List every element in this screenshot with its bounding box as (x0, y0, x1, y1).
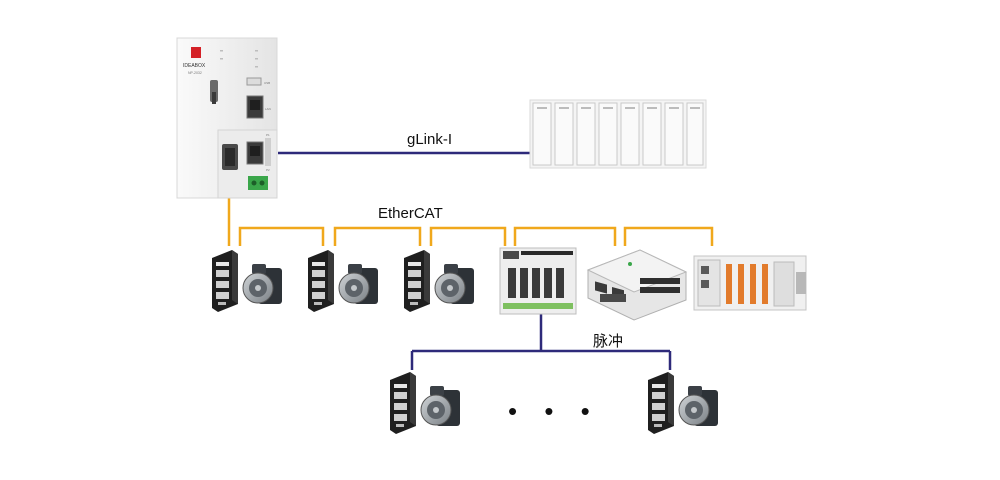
ethercat-connection-lines (227, 198, 714, 246)
ethercat-servo-2 (307, 249, 379, 313)
ethercat-io-coupler (586, 249, 688, 321)
ethercat-label: EtherCAT (378, 205, 443, 222)
port-label-p1: P1 (266, 133, 270, 137)
power-terminal-icon (248, 176, 268, 190)
usb-port-icon (246, 77, 262, 86)
ethercat-pulse-module (499, 247, 577, 315)
controller-device: IDEABOX NP-2032 USB LAN P1 P2 (176, 37, 278, 199)
ethercat-servo-3 (403, 249, 475, 313)
glink-io-module-rack (529, 99, 707, 169)
ellipsis-more-devices: • • • (508, 396, 600, 426)
port-label-lan: LAN (265, 107, 271, 111)
controller-logo-icon (191, 47, 201, 58)
remote-io-rack (693, 255, 807, 311)
controller-brand: IDEABOX (183, 63, 206, 69)
pulse-connection-lines (410, 313, 672, 370)
glink-label: gLink-I (407, 131, 452, 148)
port-label-p2: P2 (266, 168, 270, 172)
pulse-servo-2 (647, 371, 719, 435)
port-label-usb: USB (264, 81, 270, 85)
pulse-label: 脉冲 (593, 333, 623, 350)
pulse-servo-1 (389, 371, 461, 435)
ethercat-servo-1 (211, 249, 283, 313)
controller-model: NP-2032 (188, 71, 202, 75)
